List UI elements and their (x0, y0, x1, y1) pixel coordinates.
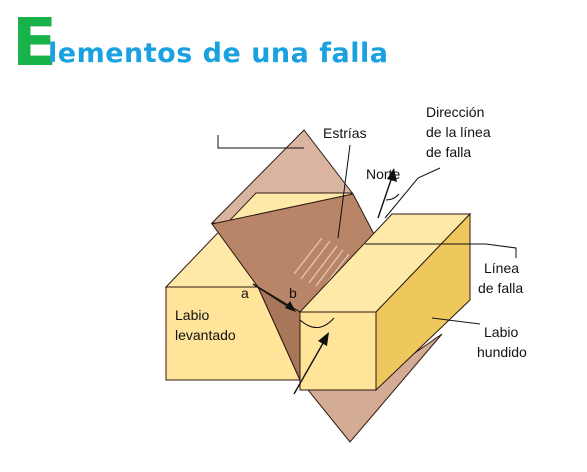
point-b-label: b (289, 285, 297, 301)
linea-label-1: Línea (484, 260, 519, 276)
a-b-arrowhead (285, 301, 296, 312)
point-a-label: a (241, 285, 249, 301)
norte-angle-arc (385, 193, 400, 201)
linea-leader (365, 243, 517, 258)
title-initial: E (12, 4, 58, 81)
labio-hundido-label-2: hundido (477, 344, 527, 360)
norte-label: Norte (366, 166, 400, 182)
dip-arrow (293, 337, 327, 395)
labio-hundido-side (375, 212, 471, 392)
labio-levantado-label-1: Labio (175, 307, 209, 323)
linea-label-2: de falla (478, 280, 523, 296)
dip-arrowhead (318, 332, 329, 346)
hundido-leader (431, 317, 481, 325)
direccion-label-1: Dirección (426, 104, 484, 120)
norte-arrowhead (387, 168, 397, 182)
labio-levantado-label-2: levantado (175, 327, 236, 343)
a-b-vector (252, 283, 293, 310)
direccion-label-2: de la línea (426, 124, 491, 140)
estrias-label: Estrías (323, 125, 367, 141)
title-text: lementos de una falla (48, 38, 389, 69)
norte-arrow (377, 173, 394, 219)
a-b-angle-arc (299, 317, 335, 328)
labio-hundido-label-1: Labio (484, 324, 518, 340)
direccion-label-3: de falla (426, 144, 471, 160)
estrias-leader (337, 144, 351, 239)
labio-hundido-front (299, 311, 377, 391)
estrias-leader-left (217, 135, 304, 149)
direccion-leader (384, 167, 441, 219)
